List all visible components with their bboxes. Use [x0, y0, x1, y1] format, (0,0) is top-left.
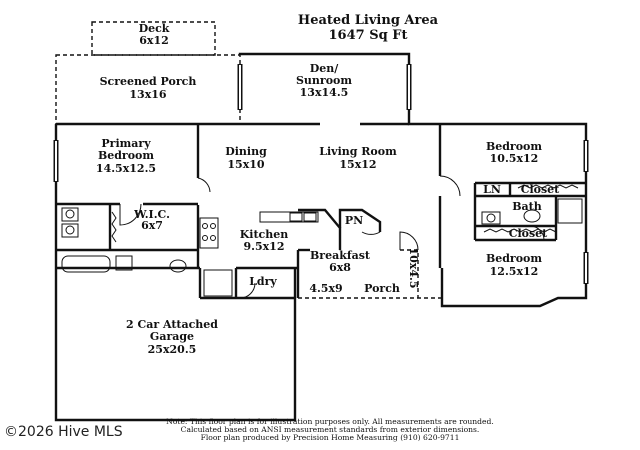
front-porch-name: Porch [364, 282, 400, 295]
deck-size: 6x12 [139, 34, 169, 47]
windows [53, 64, 589, 284]
garage-size: 25x20.5 [148, 343, 197, 356]
dining-name: Dining [225, 145, 267, 158]
fixtures [61, 198, 583, 297]
breakfast-size: 6x8 [329, 261, 351, 274]
bedroom-1-size: 10.5x12 [490, 152, 539, 165]
garage-walls [54, 268, 297, 422]
front-porch-size: 4.5x9 [309, 282, 342, 295]
den-name-2: Sunroom [296, 74, 352, 87]
bedroom-1-name: Bedroom [486, 140, 542, 153]
bedroom-2-name: Bedroom [486, 252, 542, 265]
footer-note-2: Calculated based on ANSI measurement sta… [181, 425, 480, 434]
title-line2: 1647 Sq Ft [329, 28, 408, 43]
den-name-1: Den/ [310, 62, 340, 75]
footer-note-1: Note: This floor plan is for illustratio… [166, 417, 494, 426]
bath-label: Bath [512, 200, 542, 213]
footer-note-3: Floor plan produced by Precision Home Me… [201, 433, 460, 442]
screened-porch-name: Screened Porch [100, 75, 197, 88]
deck-outline [91, 21, 216, 56]
kitchen-name: Kitchen [240, 228, 289, 241]
front-porch-outline [298, 268, 443, 299]
side-porch-outline [400, 249, 419, 298]
screened-porch-size: 13x16 [129, 88, 167, 101]
linen-label: LN [483, 183, 501, 196]
interior-walls [56, 122, 586, 298]
den-size: 13x14.5 [300, 86, 349, 99]
door-swings [119, 175, 545, 299]
garage-name-1: 2 Car Attached [126, 318, 218, 331]
laundry-label: Ldry [249, 275, 277, 288]
living-room-size: 15x12 [339, 158, 376, 171]
title-line1: Heated Living Area [298, 13, 439, 28]
bedroom-2-size: 12.5x12 [490, 265, 539, 278]
deck-name: Deck [139, 22, 170, 35]
side-porch-label: 10x4.5 [407, 247, 420, 288]
pantry-label: PN [345, 214, 363, 227]
primary-bedroom-name-1: Primary [101, 137, 151, 150]
living-room-name: Living Room [319, 145, 397, 158]
wic-name: W.I.C. [133, 208, 170, 221]
closet-shelves [111, 184, 579, 243]
watermark: ©2026 Hive MLS [4, 424, 123, 440]
primary-bedroom-name-2: Bedroom [98, 149, 154, 162]
closet-1-label: Closet [521, 183, 560, 196]
kitchen-size: 9.5x12 [243, 240, 284, 253]
primary-bedroom-size: 14.5x12.5 [96, 162, 156, 175]
wic-size: 6x7 [141, 219, 163, 232]
garage-name-2: Garage [150, 330, 194, 343]
dining-size: 15x10 [227, 158, 265, 171]
closet-2-label: Closet [509, 227, 548, 240]
breakfast-name: Breakfast [310, 249, 371, 262]
